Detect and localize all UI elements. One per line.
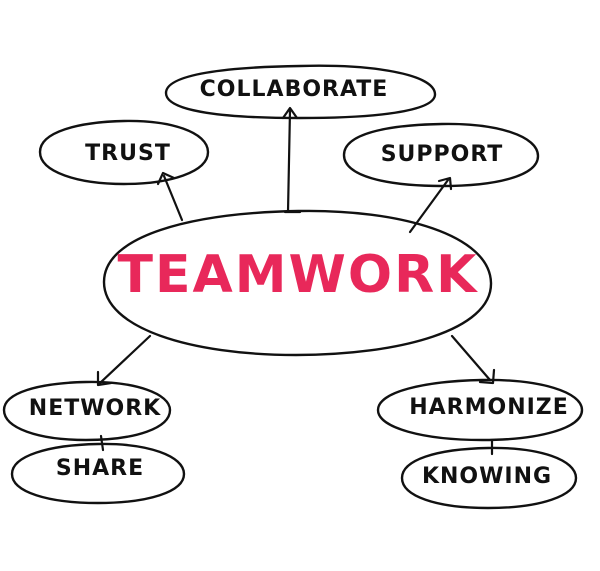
node-harmonize: HARMONIZE xyxy=(376,378,584,442)
center-ellipse xyxy=(102,209,493,357)
node-trust: TRUST xyxy=(38,119,210,186)
node-share-ellipse xyxy=(10,442,186,505)
node-harmonize-ellipse xyxy=(376,378,584,442)
node-support: SUPPORT xyxy=(342,122,540,188)
connector-harmonize xyxy=(450,334,496,385)
connector-collaborate xyxy=(281,106,302,214)
node-knowing-ellipse xyxy=(400,446,578,510)
node-collaborate: COLLABORATE xyxy=(164,64,437,120)
center-label: TEAMWORK xyxy=(118,245,479,305)
node-network-label: NETWORK xyxy=(29,396,161,421)
node-trust-ellipse xyxy=(38,119,210,186)
center-node-teamwork: TEAMWORK xyxy=(102,209,493,357)
node-knowing: KNOWING xyxy=(400,446,578,510)
connector-network xyxy=(96,334,152,387)
node-share: SHARE xyxy=(10,442,186,505)
node-trust-label: TRUST xyxy=(85,141,171,166)
node-harmonize-label: HARMONIZE xyxy=(409,395,569,420)
node-collaborate-ellipse xyxy=(164,64,437,120)
node-support-ellipse xyxy=(342,122,540,188)
node-network: NETWORK xyxy=(2,380,172,442)
node-support-label: SUPPORT xyxy=(381,142,504,167)
node-knowing-label: KNOWING xyxy=(422,464,552,489)
node-share-label: SHARE xyxy=(56,456,144,481)
node-collaborate-label: COLLABORATE xyxy=(200,77,389,102)
node-network-ellipse xyxy=(2,380,172,442)
